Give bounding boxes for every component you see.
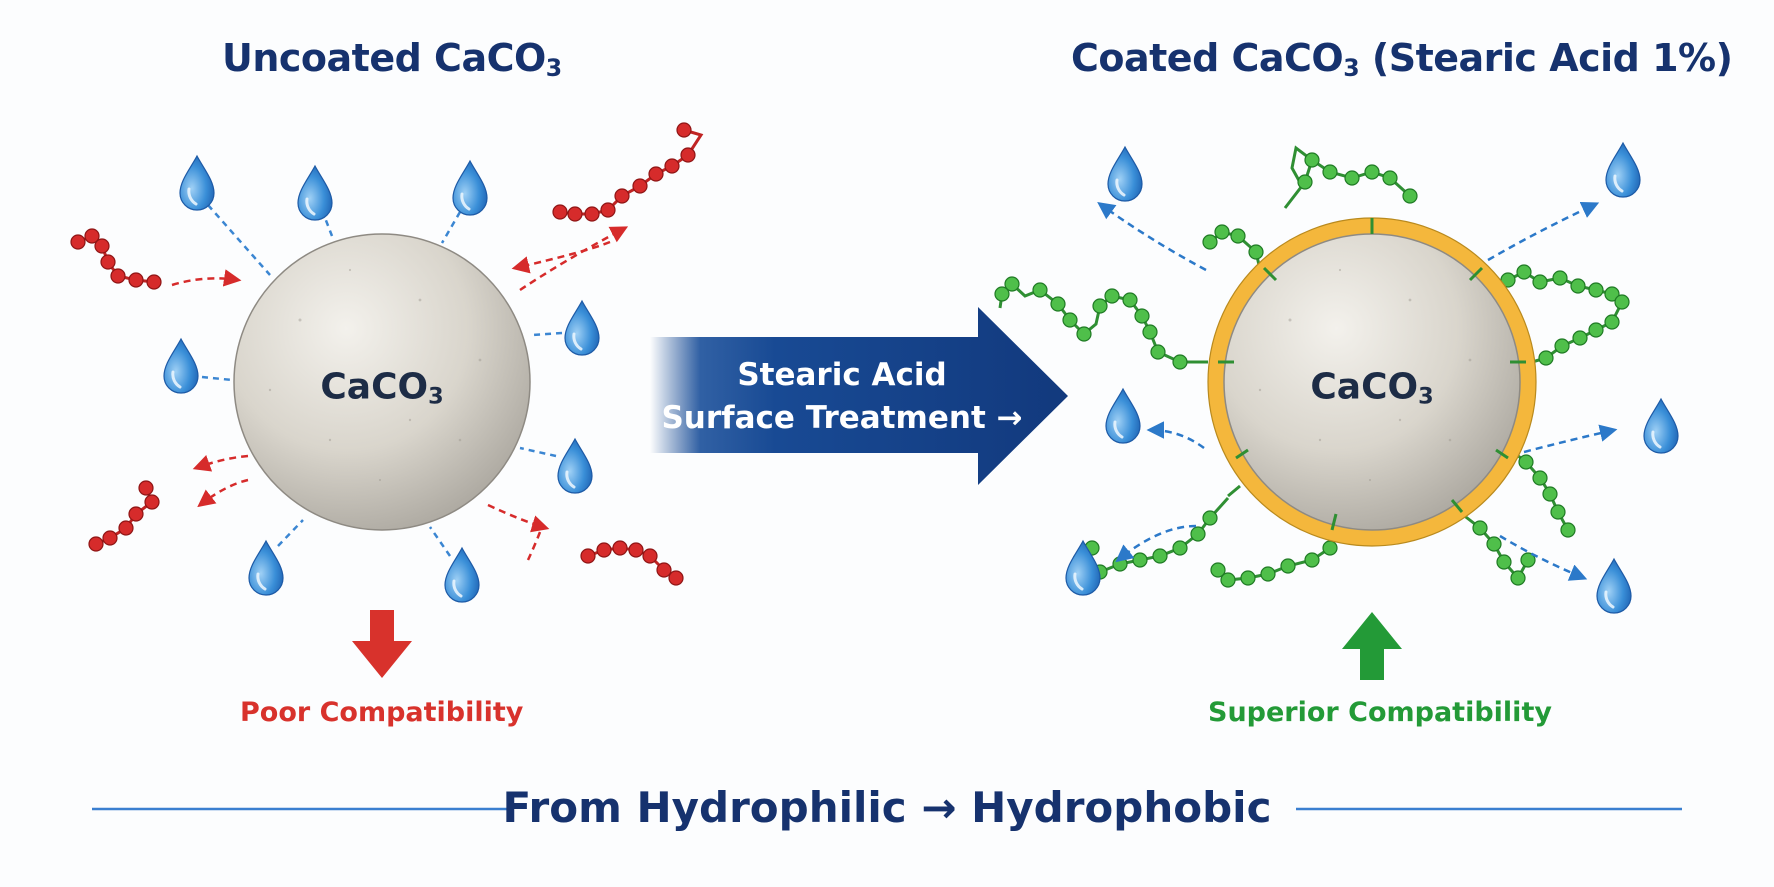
left-repulsion-arrows bbox=[171, 226, 629, 561]
stearic-chain-icon bbox=[1202, 224, 1264, 279]
right-particle bbox=[1207, 217, 1537, 547]
left-particle bbox=[233, 233, 531, 531]
right-panel-title: Coated CaCO3 (Stearic Acid 1%) bbox=[1071, 36, 1733, 83]
footer-caption: From Hydrophilic → Hydrophobic bbox=[502, 783, 1272, 832]
stearic-chain-icon bbox=[994, 276, 1208, 370]
poor-compatibility-label: Poor Compatibility bbox=[240, 697, 524, 728]
up-arrow-icon bbox=[1342, 612, 1402, 680]
water-drop-icon bbox=[451, 159, 489, 217]
water-drop-icon bbox=[443, 546, 481, 604]
stearic-chain-icon bbox=[1461, 512, 1536, 586]
stearic-chain-icon bbox=[1507, 446, 1576, 538]
left-particle-label: CaCO3 bbox=[320, 366, 444, 410]
water-drop-icon bbox=[1642, 397, 1680, 455]
process-label-line-2: Surface Treatment → bbox=[661, 400, 1023, 436]
process-arrow bbox=[650, 307, 1068, 485]
left-panel-title: Uncoated CaCO3 bbox=[222, 36, 562, 83]
water-drop-icon bbox=[1595, 557, 1633, 615]
water-drop-icon bbox=[556, 437, 594, 495]
stearic-chain-icon bbox=[1489, 264, 1630, 366]
right-stearic-chains bbox=[994, 145, 1630, 588]
polymer-chain-icon bbox=[580, 540, 684, 586]
process-label-line-1: Stearic Acid bbox=[737, 357, 947, 393]
water-drop-icon bbox=[247, 539, 285, 597]
right-repulsion-arrows bbox=[1097, 201, 1618, 581]
stearic-chain-icon bbox=[1283, 145, 1418, 209]
water-drop-icon bbox=[296, 164, 334, 222]
water-drop-icon bbox=[178, 154, 216, 212]
polymer-chain-icon bbox=[552, 122, 704, 222]
water-drop-icon bbox=[162, 337, 200, 395]
left-polymer-chains bbox=[70, 122, 704, 586]
down-arrow-icon bbox=[352, 610, 412, 678]
water-drop-icon bbox=[563, 299, 601, 357]
water-drop-icon bbox=[1604, 141, 1642, 199]
stearic-chain-icon bbox=[1210, 529, 1340, 588]
right-particle-label: CaCO3 bbox=[1310, 366, 1434, 410]
polymer-chain-icon bbox=[70, 228, 162, 290]
superior-compatibility-label: Superior Compatibility bbox=[1208, 697, 1552, 728]
polymer-chain-icon bbox=[88, 480, 160, 552]
water-drop-icon bbox=[1106, 145, 1144, 203]
water-drop-icon bbox=[1104, 387, 1142, 445]
